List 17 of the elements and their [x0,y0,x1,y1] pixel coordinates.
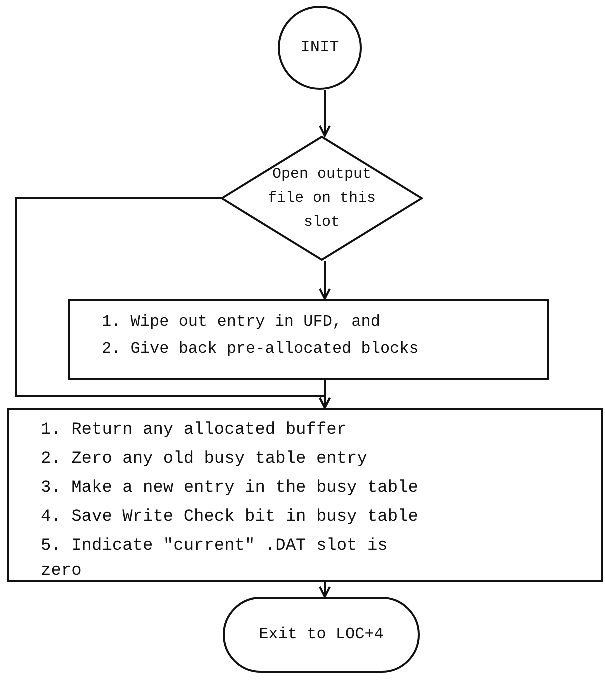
list-item: 2. Give back pre-allocated blocks [102,339,420,360]
list-item: 1. Wipe out entry in UFD, and [102,312,382,333]
list-item: 5. Indicate "current" .DAT slot is zero [41,536,389,583]
arrow [15,198,331,409]
arrow [319,261,331,300]
list-item: 1. Return any allocated buffer [41,420,348,442]
list-item: 2. Zero any old busy table entry [41,449,368,471]
process-box [68,299,549,380]
node-label: Exit to LOC+4 [258,624,385,646]
arrow [319,582,331,598]
arrow [319,90,331,137]
node-label: INIT [300,38,340,58]
node-label: Open output file on this slot [266,164,378,232]
list-item: 3. Make a new entry in the busy table [41,478,420,500]
process-box [7,408,603,582]
list-item: 4. Save Write Check bit in busy table [41,507,420,529]
decision-diamond [221,136,423,261]
